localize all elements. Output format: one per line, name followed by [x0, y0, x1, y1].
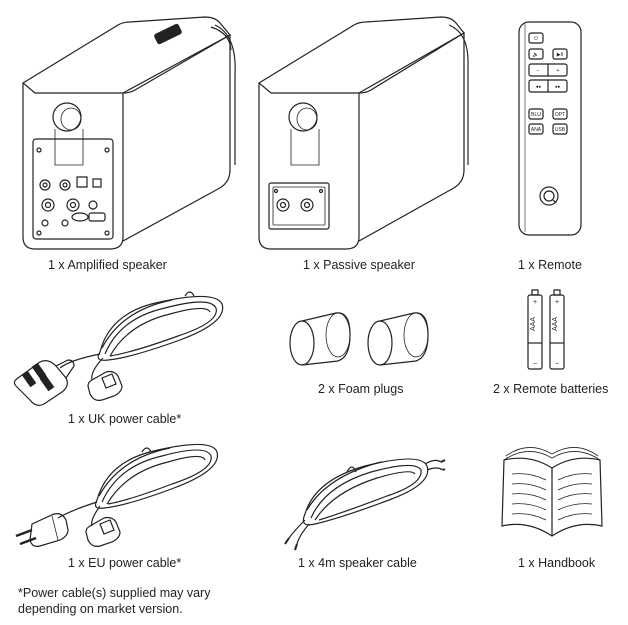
remote-btn-plus: + [557, 68, 560, 74]
remote-batteries-illustration: + + − − AAA AAA [520, 288, 580, 373]
remote-batteries-caption: 2 x Remote batteries [493, 382, 609, 396]
foam-plugs-illustration [280, 305, 445, 370]
remote-btn-prev: ◂◂ [535, 84, 541, 90]
battery-label-2: AAA [552, 317, 559, 331]
handbook-caption: 1 x Handbook [518, 556, 596, 570]
speaker-cable-illustration [285, 440, 445, 550]
uk-power-cable-illustration [10, 282, 240, 412]
svg-text:−: − [555, 361, 559, 368]
remote-btn-next: ▸▸ [555, 84, 561, 90]
uk-power-cable-caption: 1 x UK power cable* [68, 412, 182, 426]
remote-btn-blu: BLU [531, 112, 541, 118]
battery-label-1: AAA [530, 317, 537, 331]
footnote-line-1: *Power cable(s) supplied may vary [18, 586, 211, 600]
foam-plugs-caption: 2 x Foam plugs [318, 382, 404, 396]
remote-btn-ana: ANA [531, 127, 542, 133]
amplified-speaker-illustration [15, 5, 250, 255]
remote-btn-mute: 🔈 [533, 52, 539, 58]
passive-speaker-illustration [255, 5, 470, 255]
footnote: *Power cable(s) supplied may vary depend… [18, 585, 210, 617]
remote-btn-play: ▶II [557, 52, 564, 58]
svg-text:+: + [555, 299, 559, 306]
remote-btn-opt: OPT [555, 112, 565, 118]
eu-power-cable-illustration [12, 432, 232, 552]
speaker-cable-caption: 1 x 4m speaker cable [298, 556, 417, 570]
remote-btn-usb: USB [555, 127, 566, 133]
footnote-line-2: depending on market version. [18, 602, 183, 616]
remote-btn-minus: − [537, 68, 540, 74]
svg-text:+: + [533, 299, 537, 306]
svg-text:−: − [533, 361, 537, 368]
eu-power-cable-caption: 1 x EU power cable* [68, 556, 182, 570]
remote-caption: 1 x Remote [518, 258, 582, 272]
passive-speaker-caption: 1 x Passive speaker [303, 258, 415, 272]
amplified-speaker-caption: 1 x Amplified speaker [48, 258, 167, 272]
handbook-illustration [500, 440, 605, 540]
remote-illustration: ⏻ 🔈 ▶II − + ◂◂ ▸▸ BLU OPT ANA USB [515, 18, 585, 243]
remote-btn-power: ⏻ [534, 36, 538, 42]
